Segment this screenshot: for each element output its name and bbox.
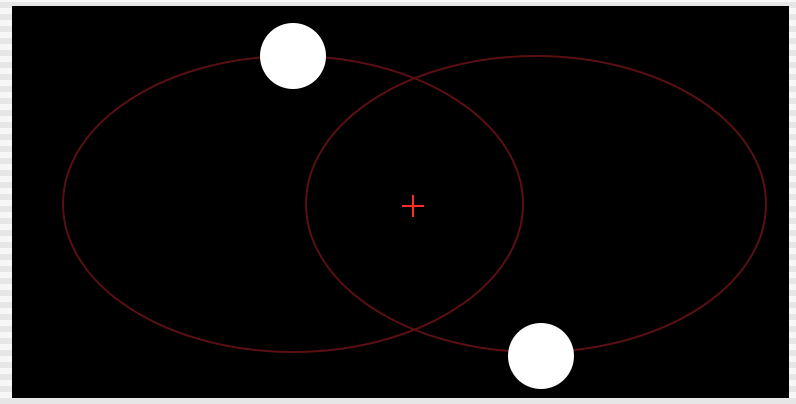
simulation-canvas (12, 6, 789, 398)
orbit-ellipse-left (63, 56, 523, 352)
star-body-top (260, 23, 326, 89)
barycenter-crosshair-icon (402, 195, 424, 217)
orbit-ellipse-right (306, 56, 766, 352)
star-body-bottom (508, 323, 574, 389)
orbit-diagram (12, 6, 789, 398)
